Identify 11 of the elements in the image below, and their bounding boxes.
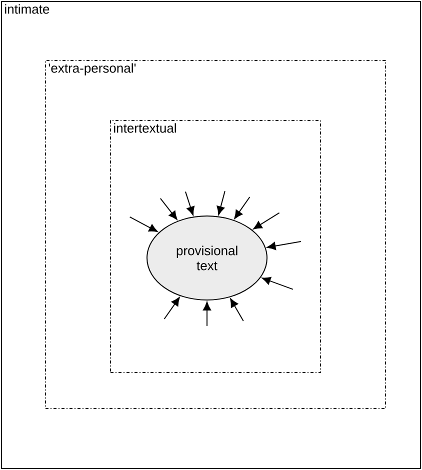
arrow — [266, 240, 302, 250]
arrow — [262, 276, 294, 290]
arrow — [234, 196, 250, 219]
arrow — [230, 298, 244, 322]
arrow — [202, 302, 212, 326]
arrow — [129, 216, 158, 232]
arrow — [164, 297, 180, 320]
arrow — [216, 190, 226, 216]
arrow — [160, 198, 178, 220]
arrow — [184, 191, 194, 216]
arrow — [253, 212, 280, 230]
